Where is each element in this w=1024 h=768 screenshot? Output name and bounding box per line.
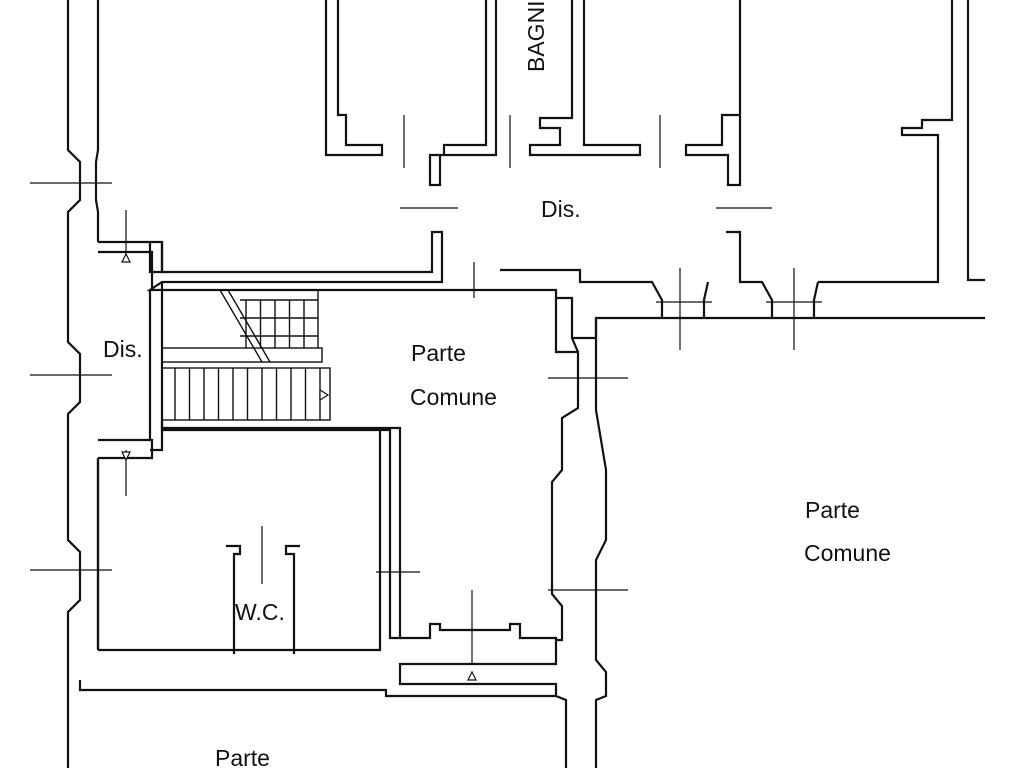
bottom-room-walls [66, 680, 556, 768]
parte-comune-room-walls [160, 298, 628, 768]
corridor-door-marks [30, 115, 772, 262]
dis-top-label: Dis. [541, 196, 581, 222]
wc-room-walls [30, 374, 382, 654]
stair-treads [174, 299, 321, 420]
wc-label: W.C. [235, 599, 285, 625]
corridor-walls [98, 230, 985, 350]
parte-comune-1-line1: Parte [411, 340, 466, 366]
dis-left-label: Dis. [103, 336, 143, 362]
door-arrows [121, 252, 477, 681]
outer-left-wall [66, 0, 100, 680]
bagni-label: BAGNI [523, 0, 549, 72]
parte-comune-1-line2: Comune [410, 384, 497, 410]
parte-comune-2-line1: Parte [805, 497, 860, 523]
bathroom-block-walls [324, 0, 985, 282]
parte-comune-2-line2: Comune [804, 540, 891, 566]
parte-bottom-label: Parte [215, 745, 270, 768]
